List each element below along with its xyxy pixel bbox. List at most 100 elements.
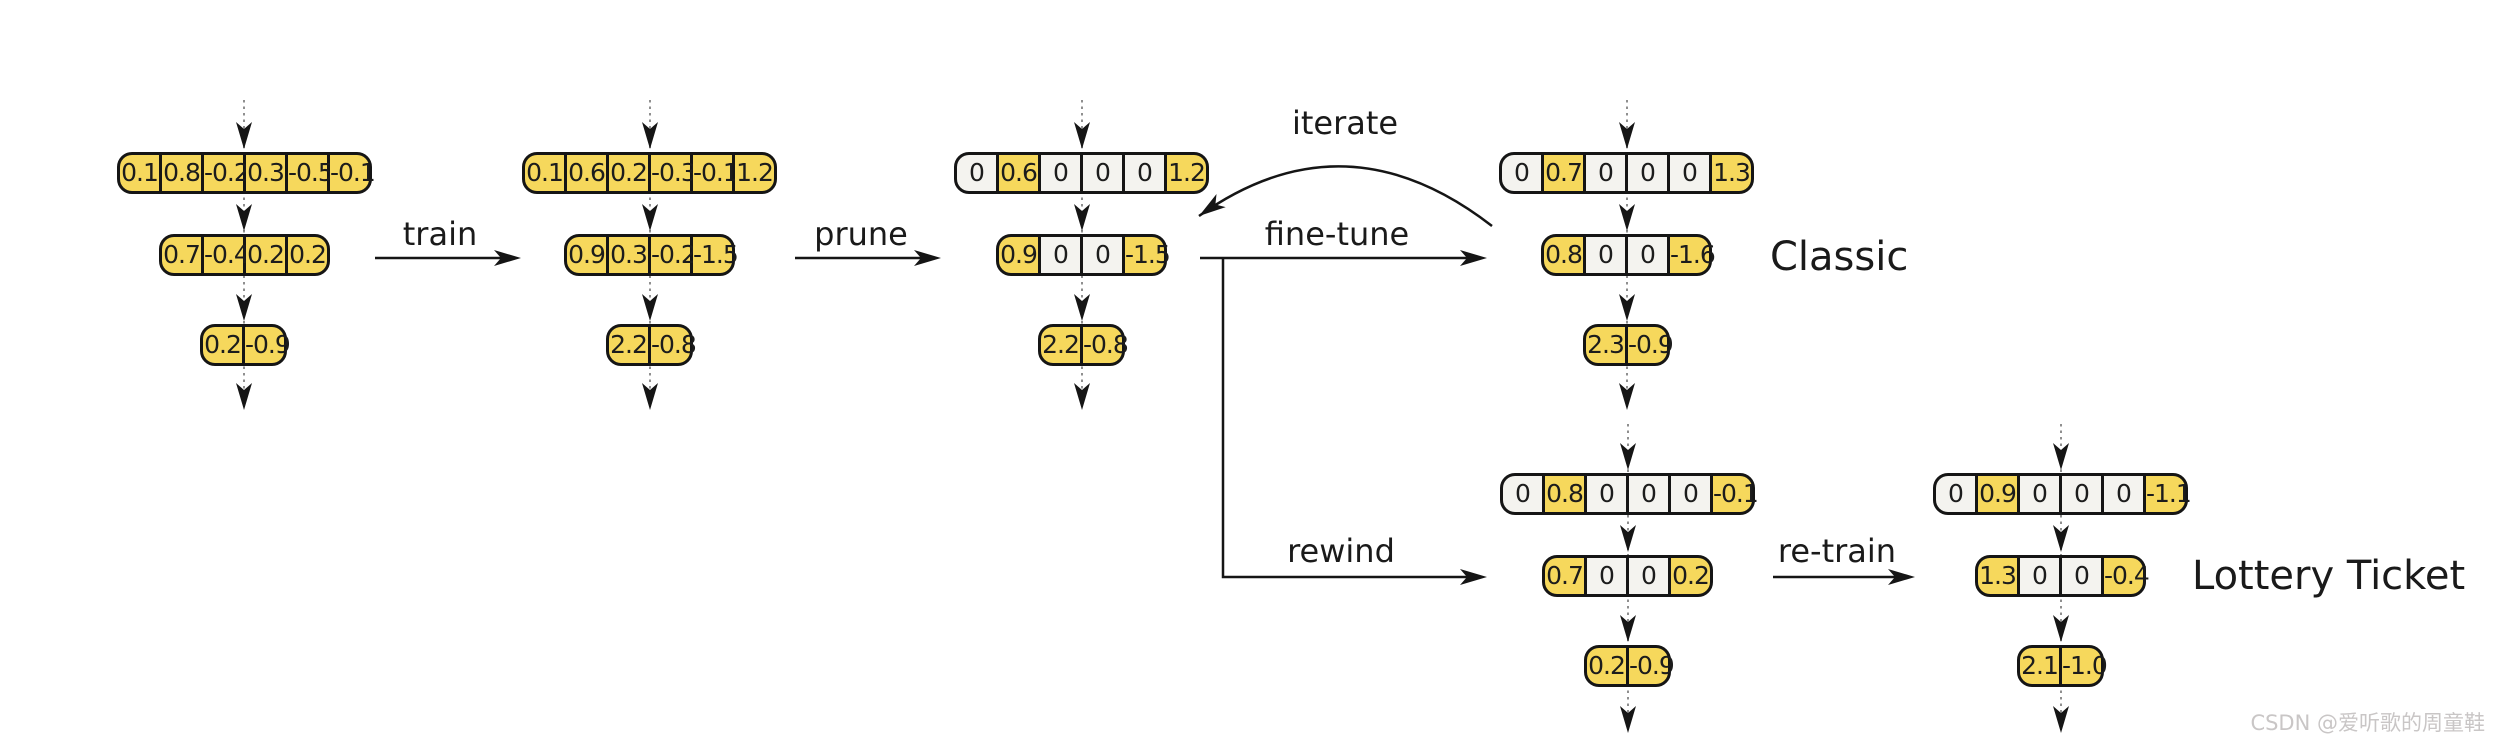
weight-cell: 0.8: [162, 155, 201, 191]
weight-cell: -1.0: [2062, 648, 2108, 684]
weight-cell: -0.8: [651, 327, 697, 363]
weight-cell: 0: [2020, 476, 2059, 512]
weight-cell: -0.2: [204, 155, 250, 191]
weight-cell: 0: [1628, 237, 1667, 273]
weight-row: 2.2-0.8: [606, 324, 697, 366]
iterate-arrow: [1198, 165, 1493, 227]
lottery-ticket-label: Lottery Ticket: [2192, 553, 2466, 599]
weight-cell: 0: [1586, 237, 1625, 273]
weight-cell: 0: [1125, 155, 1164, 191]
weight-cell: 0: [1587, 558, 1626, 594]
weight-cell: -0.5: [288, 155, 334, 191]
weight-cell: 1.3: [1978, 558, 2017, 594]
weight-cell: 0: [1629, 558, 1668, 594]
weight-cell: 0.2: [1587, 648, 1626, 684]
weight-cell: 2.3: [1586, 327, 1625, 363]
weight-cell: 0.9: [999, 237, 1038, 273]
weight-cell: 0.2: [246, 237, 285, 273]
weight-cell: 0.2: [1671, 558, 1710, 594]
weight-cell: 0.2: [288, 237, 327, 273]
prune-label: prune: [814, 215, 908, 253]
weight-cell: -0.1: [330, 155, 376, 191]
weight-cell: 2.1: [2020, 648, 2059, 684]
weight-cell: -0.1: [1713, 476, 1759, 512]
weight-row: 2.2-0.8: [1038, 324, 1129, 366]
weight-cell: -0.3: [651, 155, 697, 191]
weight-cell: -0.8: [1083, 327, 1129, 363]
weight-row: 2.1-1.0: [2017, 645, 2108, 687]
fine-tune-arrow: [1200, 250, 1487, 266]
classic-label: Classic: [1770, 234, 1909, 280]
weight-cell: 0: [2062, 558, 2101, 594]
weight-cell: 0: [2062, 476, 2101, 512]
weight-cell: 0.1: [120, 155, 159, 191]
weight-cell: 2.2: [609, 327, 648, 363]
weight-cell: 0.7: [1545, 558, 1584, 594]
weight-cell: 0: [1041, 237, 1080, 273]
weight-cell: 0.8: [1545, 476, 1584, 512]
weight-cell: 0.6: [567, 155, 606, 191]
weight-cell: -1.5: [1125, 237, 1171, 273]
weight-cell: -0.9: [1628, 327, 1674, 363]
weight-cell: 0.1: [525, 155, 564, 191]
weight-cell: 0.7: [162, 237, 201, 273]
iterate-label: iterate: [1291, 104, 1399, 142]
weight-cell: -1.1: [2146, 476, 2192, 512]
train-arrow: [375, 250, 521, 266]
weight-cell: 1.2: [1167, 155, 1206, 191]
weight-cell: -0.1: [693, 155, 739, 191]
weight-row: 0.2-0.9: [200, 324, 291, 366]
weight-cell: 0: [1041, 155, 1080, 191]
weight-cell: -0.4: [204, 237, 250, 273]
weight-cell: 0.2: [609, 155, 648, 191]
re-train-arrow: [1773, 569, 1915, 585]
weight-cell: -0.2: [651, 237, 697, 273]
re-train-label: re-train: [1777, 532, 1897, 570]
weight-cell: 0.9: [567, 237, 606, 273]
weight-row: 2.3-0.9: [1583, 324, 1674, 366]
weight-cell: 2.2: [1041, 327, 1080, 363]
weight-cell: 0: [1936, 476, 1975, 512]
weight-cell: -1.6: [1670, 237, 1716, 273]
weight-cell: 0.3: [246, 155, 285, 191]
weight-cell: 0.2: [203, 327, 242, 363]
weight-cell: 0.3: [609, 237, 648, 273]
weight-cell: 0: [1502, 155, 1541, 191]
weight-row: 0.2-0.9: [1584, 645, 1675, 687]
weight-cell: 0.8: [1544, 237, 1583, 273]
weight-cell: -0.9: [1629, 648, 1675, 684]
weight-cell: -0.9: [245, 327, 291, 363]
rewind-label: rewind: [1287, 532, 1395, 570]
down-arrowheads: [236, 122, 2069, 733]
weight-cell: 0.9: [1978, 476, 2017, 512]
weight-cell: 0: [1083, 155, 1122, 191]
weight-cell: 0: [2020, 558, 2059, 594]
weight-cell: 1.3: [1712, 155, 1751, 191]
network-flow-lines: [243, 100, 2062, 730]
weight-cell: 0.7: [1544, 155, 1583, 191]
weight-cell: 0: [1670, 155, 1709, 191]
weight-cell: 0: [1628, 155, 1667, 191]
rewind-arrow: [1221, 258, 1487, 585]
weight-cell: 0: [1083, 237, 1122, 273]
weight-cell: -1.5: [693, 237, 739, 273]
watermark-text: CSDN @爱听歌的周童鞋: [2250, 711, 2485, 735]
weight-cell: 0.6: [999, 155, 1038, 191]
weight-cell: 0: [1629, 476, 1668, 512]
weight-cell: 0: [2104, 476, 2143, 512]
weight-cell: 0: [1587, 476, 1626, 512]
